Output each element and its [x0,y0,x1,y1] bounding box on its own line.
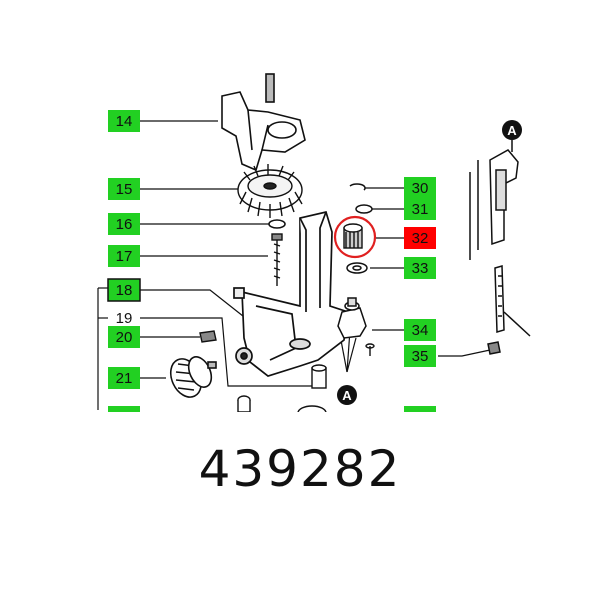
part-21-knob [169,356,217,398]
part-17-screw [271,233,283,286]
callout-label: 35 [412,348,429,365]
callout-19: 19 [116,310,133,327]
callout-label: 21 [116,370,133,387]
part-14-housing-top [221,73,306,172]
callout-label: 32 [412,230,429,247]
callout-label: 20 [116,329,133,346]
callout-label: 18 [116,282,133,299]
reference-marker-a-top: A [502,120,522,140]
callout-label: 34 [412,322,429,339]
callout-label: 31 [412,201,429,218]
callout-20: 20 [108,326,140,348]
callout-21: 21 [108,367,140,389]
marker-letter: A [507,123,517,138]
callout-label: 16 [116,216,133,233]
part-31-washer [355,204,373,214]
part-35-pin [365,343,375,356]
part-33-washer [346,262,368,274]
callout-32-highlighted: 32 [404,227,436,249]
part-32-gear-nut [343,223,363,249]
callout-33: 33 [404,257,436,279]
highlight-ring [333,215,377,259]
callout-label: 19 [116,310,133,327]
side-assembly [469,140,531,355]
callout-label: 30 [412,180,429,197]
callout-17: 17 [108,245,140,267]
callout-14: 14 [108,110,140,132]
callout-35: 35 [404,345,436,367]
callout-30: 30 [404,177,436,199]
part-16-washer [268,219,286,229]
callout-label: 33 [412,260,429,277]
callout-label: 14 [116,113,133,130]
callout-18: 18 [107,278,141,302]
callout-15: 15 [108,178,140,200]
part-18-motor-housing [233,210,349,377]
callout-34: 34 [404,319,436,341]
crop-mask [0,412,600,452]
part-number: 439282 [198,440,402,498]
leader-lines [97,120,491,418]
callout-label: 15 [116,181,133,198]
part-30-retaining-ring [349,183,366,191]
part-15-fan-wheel [237,164,303,218]
reference-marker-a-bottom: A [337,385,357,405]
callout-31: 31 [404,198,436,220]
callout-label: 17 [116,248,133,265]
part-22-components [237,364,327,421]
marker-letter: A [342,388,352,403]
part-34-bearing [337,297,367,339]
callout-16: 16 [108,213,140,235]
part-20-small-screw [199,330,217,343]
